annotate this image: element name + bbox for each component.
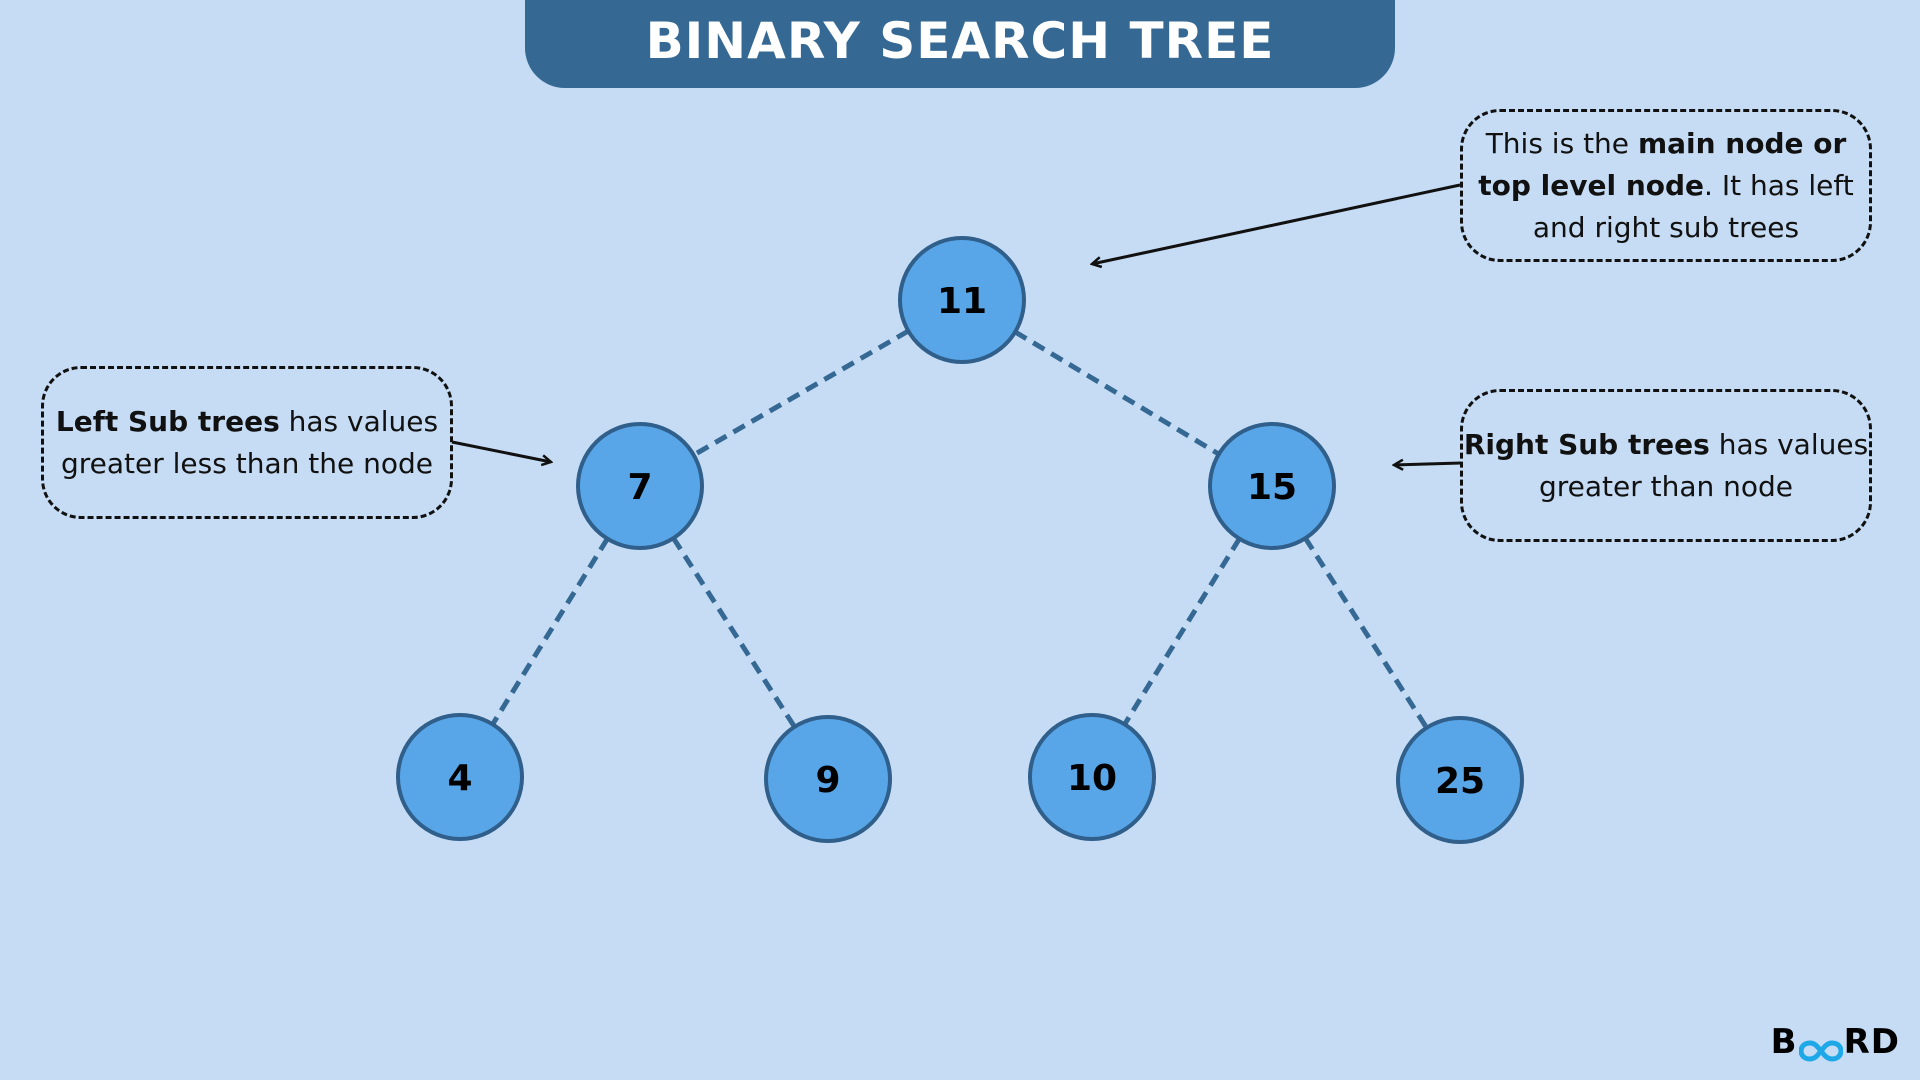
node-circle [1028,713,1156,841]
tree-node-25: 25 [1396,716,1524,844]
edge-n11-n15 [1013,329,1221,457]
right-callout-bold: Right Sub trees [1463,427,1710,461]
tree-node-11: 11 [898,236,1026,364]
infinity-loop-icon [1798,1031,1844,1062]
root-callout-bold: main node or top level node [1478,126,1847,202]
tree-node-4: 4 [396,713,524,841]
node-circle [396,713,524,841]
left-callout-suffix: has values greater less than the node [60,404,439,480]
edge-n15-n10 [1122,537,1242,726]
node-label: 4 [447,758,472,799]
node-circle [898,236,1026,364]
board-logo: B RD [1771,1022,1900,1062]
page-title: BINARY SEARCH TREE [645,12,1275,70]
node-label: 9 [815,760,840,801]
left-callout-arrow [451,440,551,462]
node-label: 11 [937,281,987,322]
title-banner: BINARY SEARCH TREE [525,0,1395,88]
node-circle [1396,716,1524,844]
node-label: 15 [1247,467,1297,508]
root-callout-prefix: This is the [1485,126,1638,160]
nodes: 11 7 15 4 9 10 25 [396,236,1524,844]
root-callout: This is the main node or top level node.… [1460,109,1872,262]
tree-node-7: 7 [576,422,704,550]
node-label: 25 [1435,761,1485,802]
root-callout-arrow [1092,183,1461,264]
edges [490,328,1429,730]
right-callout-suffix: has values greater than node [1538,427,1869,503]
node-label: 10 [1067,758,1117,799]
tree-node-10: 10 [1028,713,1156,841]
right-callout-arrow [1394,463,1462,465]
tree-node-15: 15 [1208,422,1336,550]
left-callout: Left Sub trees has values greater less t… [41,366,453,519]
tree-node-9: 9 [764,715,892,843]
logo-left-text: B [1770,1022,1798,1062]
logo-right-text: RD [1843,1022,1900,1062]
root-callout-suffix: . It has left and right sub trees [1532,168,1854,244]
edge-n7-n9 [671,536,797,729]
node-circle [1208,422,1336,550]
right-callout: Right Sub trees has values greater than … [1460,389,1872,542]
node-circle [764,715,892,843]
node-label: 7 [627,467,652,508]
edge-n11-n7 [692,328,910,458]
edge-n15-n25 [1303,536,1429,730]
edge-n7-n4 [490,537,610,726]
node-circle [576,422,704,550]
left-callout-bold: Left Sub trees [55,404,280,438]
